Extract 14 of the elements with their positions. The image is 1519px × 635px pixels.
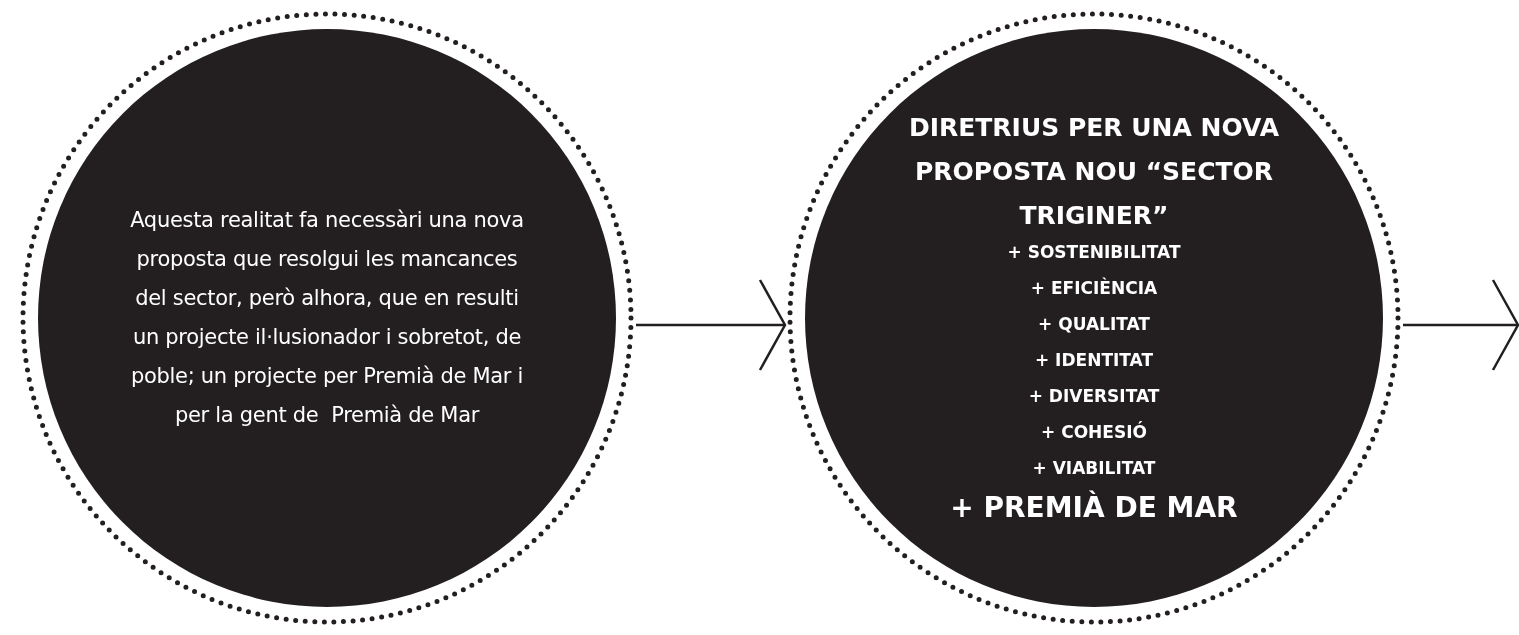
list-item: + QUALITAT [1038, 313, 1150, 336]
list-item: + DIVERSITAT [1028, 385, 1160, 408]
dotted-circle [20, 11, 634, 625]
body-text: Aquesta realitat fa necessàri una nova proposta que resolgui les mancances del sector, però alhora, que en resulti un projecte il·lusionador i sobretot, de poble; un projecte per Premià de Mar i per la gent de Premià de Mar [129, 207, 525, 429]
heading-text: DIRETRIUS PER UNA NOVA PROPOSTA NOU “SECTOR TRIGINER” [907, 112, 1281, 232]
list-item: + SOSTENIBILITAT [1007, 241, 1181, 264]
arrow [1403, 278, 1519, 372]
list-item: + PREMIÀ DE MAR [950, 489, 1238, 526]
list-item: + IDENTITAT [1034, 349, 1154, 372]
list-item: + VIABILITAT [1032, 457, 1156, 480]
arrow [636, 278, 787, 372]
dotted-circle [787, 11, 1401, 625]
list-item: + EFICIÈNCIA [1030, 276, 1158, 300]
list-item: + COHESIÓ [1041, 420, 1147, 444]
